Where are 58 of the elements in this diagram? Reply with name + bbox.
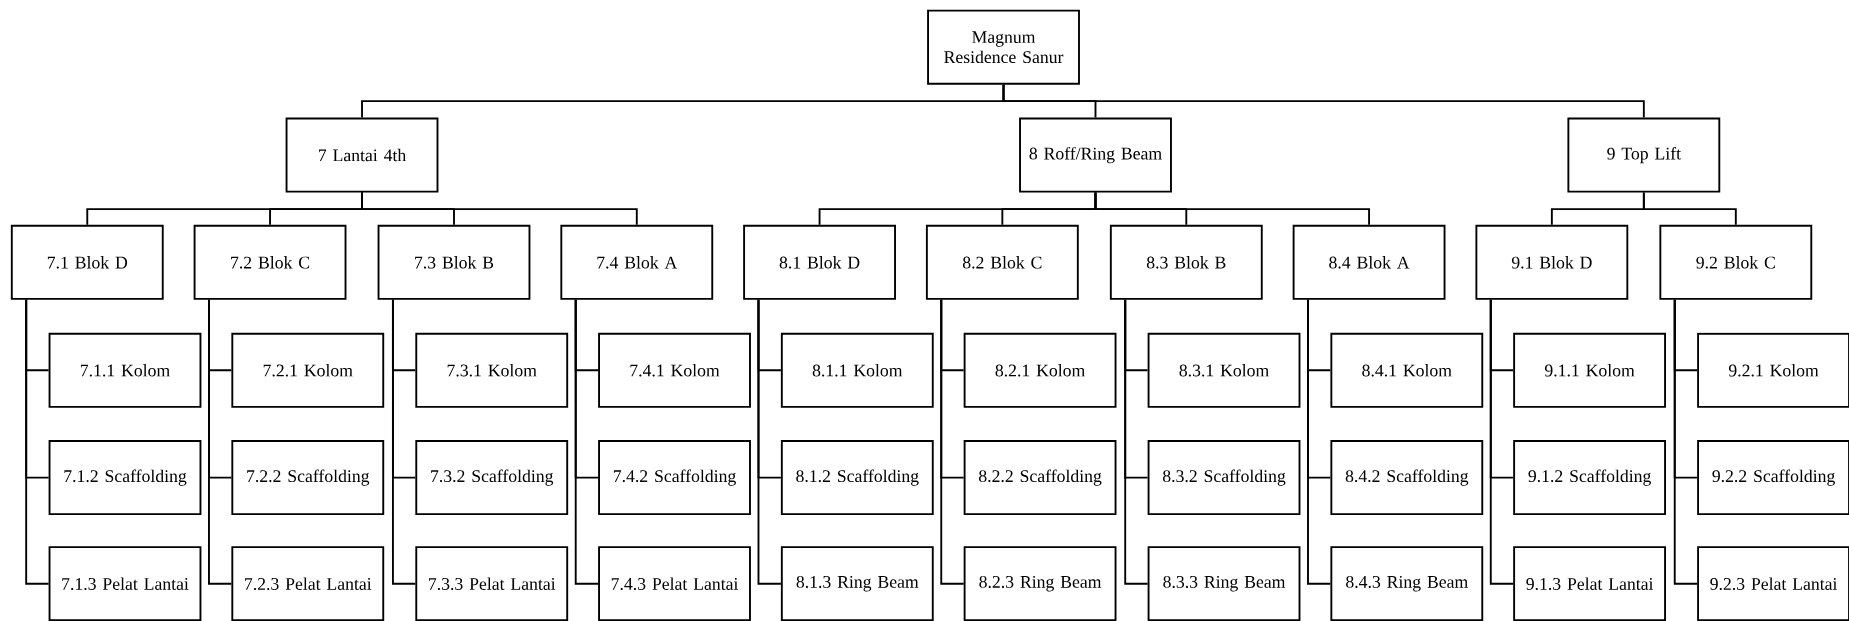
wbs-box: 9 Top Lift <box>1567 117 1721 193</box>
wbs-box: 8.2.1 Kolom <box>963 332 1117 408</box>
wbs-box: 7 Lantai 4th <box>285 117 439 193</box>
connector-line <box>757 298 782 585</box>
wbs-box: 8.2 Blok C <box>925 224 1079 300</box>
wbs-box: 7.4.3 Pelat Lantai <box>598 546 751 621</box>
wbs-box: 9.2.1 Kolom <box>1697 332 1849 408</box>
wbs-box: 7.1.3 Pelat Lantai <box>48 546 202 621</box>
wbs-box: 7.3 Blok B <box>377 224 531 300</box>
wbs-box: 8.1.1 Kolom <box>780 332 934 408</box>
wbs-box: 8.2.2 Scaffolding <box>963 439 1117 515</box>
wbs-box: 8.1 Blok D <box>743 224 896 300</box>
wbs-box: 7.1 Blok D <box>10 224 164 300</box>
connector-line <box>391 298 417 585</box>
connector-line <box>25 298 50 585</box>
wbs-box: 7.2.3 Pelat Lantai <box>231 546 385 621</box>
wbs-box: 8.3.1 Kolom <box>1147 332 1301 408</box>
wbs-box: 8.3.3 Ring Beam <box>1147 546 1301 621</box>
wbs-box: 9.2 Blok C <box>1659 224 1813 300</box>
wbs-box: 8.4.1 Kolom <box>1330 332 1484 408</box>
wbs-box: 9.2.3 Pelat Lantai <box>1697 546 1849 621</box>
wbs-box: 9.1.3 Pelat Lantai <box>1513 546 1666 621</box>
wbs-box: 8.4 Blok A <box>1292 224 1446 300</box>
wbs-box: 9.1.2 Scaffolding <box>1513 439 1666 515</box>
wbs-box: 7.2 Blok C <box>193 224 347 300</box>
wbs-box: 8.1.2 Scaffolding <box>780 439 934 515</box>
wbs-box: 8.4.3 Ring Beam <box>1330 546 1484 621</box>
wbs-box: 8.1.3 Ring Beam <box>780 546 934 621</box>
wbs-box: 9.1 Blok D <box>1475 224 1629 300</box>
wbs-box: 7.3.3 Pelat Lantai <box>415 546 569 621</box>
connector-line <box>940 298 965 585</box>
wbs-box: 8.4.2 Scaffolding <box>1330 439 1484 515</box>
connector-line <box>361 191 638 226</box>
wbs-box: 9.1.1 Kolom <box>1513 332 1666 408</box>
wbs-box: 7.1.1 Kolom <box>48 332 202 408</box>
wbs-box: 9.2.2 Scaffolding <box>1697 439 1849 515</box>
wbs-box: 7.4.2 Scaffolding <box>598 439 751 515</box>
connector-line <box>1094 191 1371 226</box>
wbs-box: 7.3.2 Scaffolding <box>415 439 569 515</box>
connector-line <box>1124 298 1149 585</box>
connector-line <box>208 298 233 585</box>
connector-line <box>1642 191 1737 226</box>
connector-line <box>1002 83 1645 119</box>
wbs-box: 7.4.1 Kolom <box>598 332 751 408</box>
wbs-box: 7.3.1 Kolom <box>415 332 569 408</box>
wbs-box: 7.1.2 Scaffolding <box>48 439 202 515</box>
wbs-box: 8 Roff/Ring Beam <box>1019 117 1172 193</box>
wbs-box: Magnum Residence Sanur <box>927 9 1080 85</box>
connector-line <box>574 298 600 585</box>
connector-line <box>1489 298 1515 585</box>
wbs-box: 7.2.2 Scaffolding <box>231 439 385 515</box>
wbs-box: 8.3.2 Scaffolding <box>1147 439 1301 515</box>
connector-line <box>1673 298 1699 585</box>
connector-line <box>1307 298 1332 585</box>
wbs-box: 8.3 Blok B <box>1109 224 1263 300</box>
wbs-box: 7.4 Blok A <box>560 224 714 300</box>
wbs-box: 7.2.1 Kolom <box>231 332 385 408</box>
wbs-box: 8.2.3 Ring Beam <box>963 546 1117 621</box>
